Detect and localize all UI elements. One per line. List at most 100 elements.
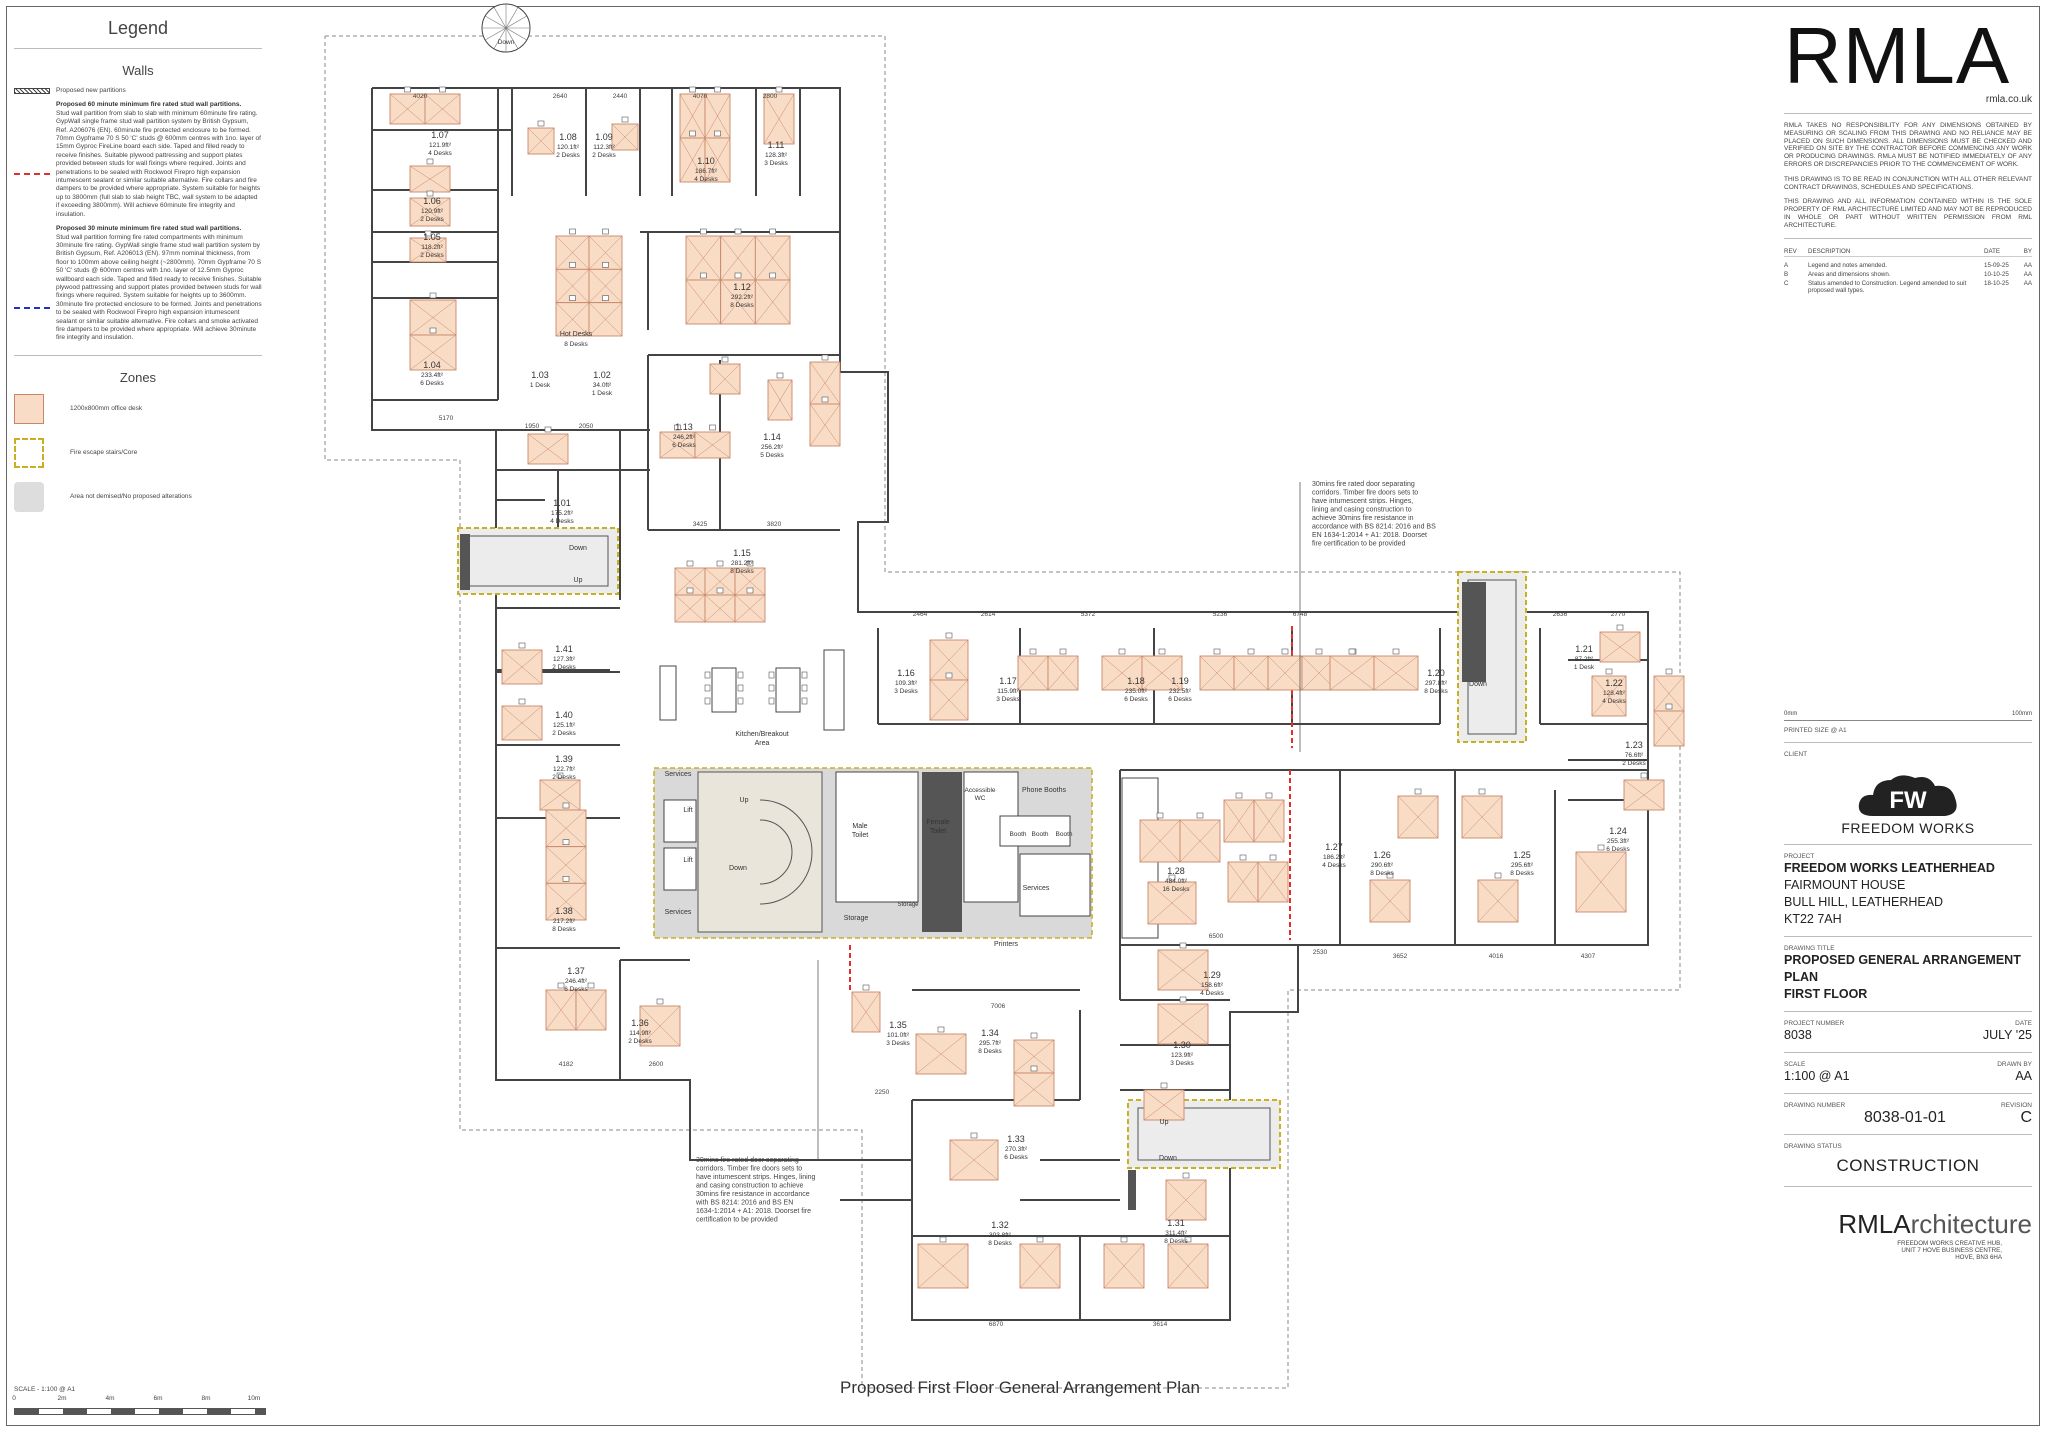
desk-hatch — [1047, 655, 1079, 691]
desk-hatch — [704, 93, 731, 139]
note-line: and casing construction to achieve — [696, 1183, 804, 1190]
room-number: 1.36 — [631, 1018, 649, 1028]
room-number: 1.34 — [981, 1028, 999, 1038]
legend-title: Legend — [107, 18, 169, 38]
legend-item-title: Proposed 60 minute minimum fire rated st… — [56, 101, 242, 109]
room-label-1-03: 1.031 Desk — [530, 370, 551, 389]
desk-hatch — [1623, 779, 1665, 811]
up-label: Up — [1160, 1119, 1169, 1126]
date-value: JULY '25 — [1982, 1027, 2032, 1042]
chair-icon — [704, 671, 711, 679]
desk-hatch — [1017, 655, 1049, 691]
room-desks: 4 Desks — [1200, 990, 1224, 997]
room-desks: 8 Desks — [730, 568, 754, 575]
room-number: 1.38 — [555, 906, 573, 916]
rmla-logo: RMLA — [1784, 11, 2011, 100]
stair-tread — [485, 15, 507, 29]
room-area: 121.9ft² — [429, 142, 452, 149]
legend-item-60min: Proposed 60 minute minimum fire rated st… — [14, 101, 262, 219]
rev-header: DESCRIPTION — [1808, 247, 1851, 255]
desk-hatch — [545, 989, 577, 1031]
desk-hatch — [389, 93, 426, 125]
project-line: KT22 7AH — [1784, 911, 1842, 926]
dimension-label: 2464 — [913, 611, 928, 618]
room-area: 255.3ft² — [1607, 838, 1630, 845]
chair-icon — [801, 671, 808, 679]
kitchen-table — [775, 667, 801, 713]
dimension-label: 4307 — [1581, 953, 1596, 960]
desk-hatch — [1575, 851, 1627, 913]
mm-start: 0mm — [1784, 710, 1798, 717]
chair-icon — [556, 772, 564, 779]
room-number: 1.19 — [1171, 676, 1189, 686]
desk-hatch — [527, 127, 555, 155]
desk-hatch — [917, 1243, 969, 1289]
stair-tread — [505, 15, 527, 29]
chair-icon — [1392, 648, 1400, 655]
room-desks: 3 Desks — [764, 160, 788, 167]
chair-icon — [737, 671, 744, 679]
dimension-label: 2614 — [981, 611, 996, 618]
chair-icon — [686, 587, 694, 594]
room-area: 233.4ft² — [421, 372, 444, 379]
dimension-label: 2530 — [1313, 949, 1328, 956]
chair-icon — [557, 982, 565, 989]
stair-tread — [505, 27, 527, 41]
desk-hatch — [1013, 1072, 1055, 1107]
chair-icon — [1184, 1236, 1192, 1243]
zone-not-demised: Area not demised/No proposed alterations — [14, 481, 262, 512]
desk-hatch — [674, 594, 706, 623]
desk-hatch — [709, 363, 741, 395]
chair-icon — [689, 130, 696, 137]
room-area: 175.2ft² — [551, 510, 574, 517]
scale-bar-graphic — [14, 1408, 266, 1415]
chair-icon — [1348, 648, 1356, 655]
dimension-label: 3614 — [1153, 1321, 1168, 1328]
chair-icon — [970, 1132, 978, 1139]
dimension-label: 2250 — [875, 1089, 890, 1096]
room-number: 1.04 — [423, 360, 441, 370]
drawn-by: AA — [2015, 1068, 2032, 1083]
dimension-label: 3425 — [693, 521, 708, 528]
site-boundary — [324, 35, 1681, 1389]
fire-door-note-right: 30mins fire rated door separatingcorrido… — [1312, 481, 1436, 548]
room-number: 1.03 — [531, 370, 549, 380]
chair-icon — [768, 684, 775, 692]
mm-end: 100mm — [2011, 710, 2032, 717]
rev-cell: A — [1784, 261, 1789, 269]
rev-header: REV — [1784, 247, 1797, 255]
desk-hatch — [545, 809, 587, 847]
stair-tread — [505, 7, 519, 29]
drawing-status: CONSTRUCTION — [1836, 1155, 1980, 1175]
room-number: 1.39 — [555, 754, 573, 764]
room-area: 128.3ft² — [765, 152, 788, 159]
desk-hatch — [720, 235, 756, 281]
chair-icon — [746, 560, 754, 567]
room-area: 217.2ft² — [553, 918, 576, 925]
desk-hatch — [1369, 879, 1411, 923]
dimension-label: 2770 — [1611, 611, 1626, 618]
freedom-works-logo: FW FREEDOM WORKS — [1784, 770, 2032, 836]
chair-icon — [1196, 812, 1204, 819]
disclaimer: THIS DRAWING IS TO BE READ IN CONJUNCTIO… — [1784, 175, 2032, 191]
room-number: 1.30 — [1173, 1040, 1191, 1050]
dimension-label: 2640 — [553, 93, 568, 100]
printed-size: PRINTED SIZE @ A1 — [1784, 726, 1847, 734]
desk-hatch — [501, 649, 543, 685]
legend-panel: Legend Walls Proposed new partitions Pro… — [14, 12, 262, 526]
room-number: 1.20 — [1427, 668, 1445, 678]
room-desks: 2 Desks — [552, 664, 576, 671]
chair-icon — [776, 372, 784, 379]
chair-icon — [562, 802, 570, 809]
chair-icon — [1265, 792, 1273, 799]
booth-label: Booth — [1056, 831, 1073, 838]
chair-icon — [1030, 1032, 1038, 1039]
chair-icon — [862, 984, 870, 991]
room-desks: 2 Desks — [556, 152, 580, 159]
